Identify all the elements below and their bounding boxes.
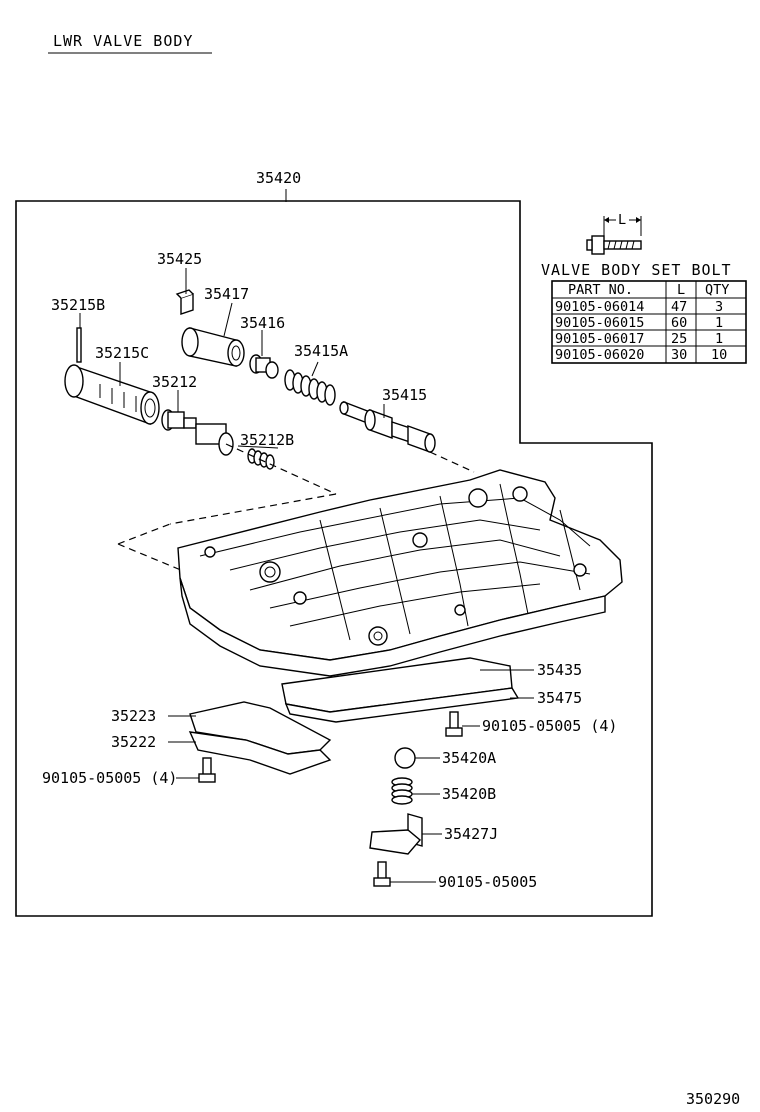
part-35427j-drawing: [369, 813, 423, 855]
bolt-table-cell: 47: [671, 299, 687, 315]
part-label-35212: 35212: [152, 373, 197, 391]
part-35215b-drawing: [76, 327, 82, 363]
part-label-35215c: 35215C: [95, 344, 149, 362]
part-label-90105-05005: 90105-05005: [438, 873, 537, 891]
bolt-table-header-l: L: [677, 282, 685, 298]
diagram-title: LWR VALVE BODY: [53, 32, 193, 50]
part-label-35425: 35425: [157, 250, 202, 268]
part-label-35475: 35475: [537, 689, 582, 707]
part-label-35212b: 35212B: [240, 431, 294, 449]
bolt-table-cell: 60: [671, 315, 687, 331]
part-35415a-drawing: [284, 369, 336, 406]
part-label-90105-05005-4b: 90105-05005 (4): [42, 769, 177, 787]
assembly-dashline: [429, 451, 475, 473]
valve-body-casting: [177, 469, 623, 677]
part-label-35415a: 35415A: [294, 342, 348, 360]
bolt-table-cell: 1: [715, 315, 723, 331]
part-label-35420a: 35420A: [442, 749, 496, 767]
part-label-35417: 35417: [204, 285, 249, 303]
bolt-table-header-qty: QTY: [705, 282, 729, 298]
part-35420a-drawing: [394, 747, 416, 769]
bolt-table-caption: VALVE BODY SET BOLT: [541, 261, 732, 279]
assembly-dashline: [225, 443, 337, 495]
bolt-table-cell: 3: [715, 299, 723, 315]
bolt-table-cell: 25: [671, 331, 687, 347]
part-35212b-drawing: [247, 448, 275, 470]
assembly-dashline: [117, 523, 171, 545]
assembly-number: 35420: [256, 169, 301, 187]
part-35425-drawing: [175, 289, 194, 315]
bolt-90105-05005-4b-drawing: [198, 757, 216, 783]
part-label-35222: 35222: [111, 733, 156, 751]
part-label-90105-05005-4a: 90105-05005 (4): [482, 717, 617, 735]
bolt-table: PART NO. L QTY 90105-06014 47 3 90105-06…: [551, 280, 747, 364]
part-label-35223: 35223: [111, 707, 156, 725]
part-35212-drawing: [161, 409, 234, 456]
bolt-table-cell: 10: [711, 347, 727, 363]
bolt-table-cell: 30: [671, 347, 687, 363]
part-label-35215b: 35215B: [51, 296, 105, 314]
bolt-table-cell: 90105-06017: [555, 331, 644, 347]
part-label-35415: 35415: [382, 386, 427, 404]
part-35415-drawing: [339, 400, 436, 453]
part-35215c-drawing: [64, 364, 160, 426]
bolt-table-cell: 90105-06015: [555, 315, 644, 331]
bolt-90105-05005-drawing: [373, 861, 391, 887]
part-35417-drawing: [181, 327, 245, 367]
bolt-table-header-part-no: PART NO.: [568, 282, 633, 298]
part-label-35427j: 35427J: [444, 825, 498, 843]
figure-number: 350290: [686, 1090, 740, 1108]
leader-35415a: [311, 361, 319, 377]
part-35222-drawing: [188, 731, 332, 775]
bolt-table-cell: 90105-06020: [555, 347, 644, 363]
bolt-sketch: L: [586, 212, 642, 255]
leader-35417: [223, 302, 233, 337]
assembly-dashline: [169, 493, 337, 525]
leader-35212b: [237, 445, 279, 449]
part-35416-drawing: [249, 354, 279, 379]
bolt-dimension-label: L: [618, 212, 626, 228]
part-label-35416: 35416: [240, 314, 285, 332]
assembly-boundary: [15, 200, 653, 917]
part-label-35420b: 35420B: [442, 785, 496, 803]
bolt-90105-05005-4a-drawing: [445, 711, 463, 737]
part-label-35435: 35435: [537, 661, 582, 679]
bolt-table-cell: 90105-06014: [555, 299, 644, 315]
bolt-table-cell: 1: [715, 331, 723, 347]
part-35420b-drawing: [391, 777, 413, 805]
